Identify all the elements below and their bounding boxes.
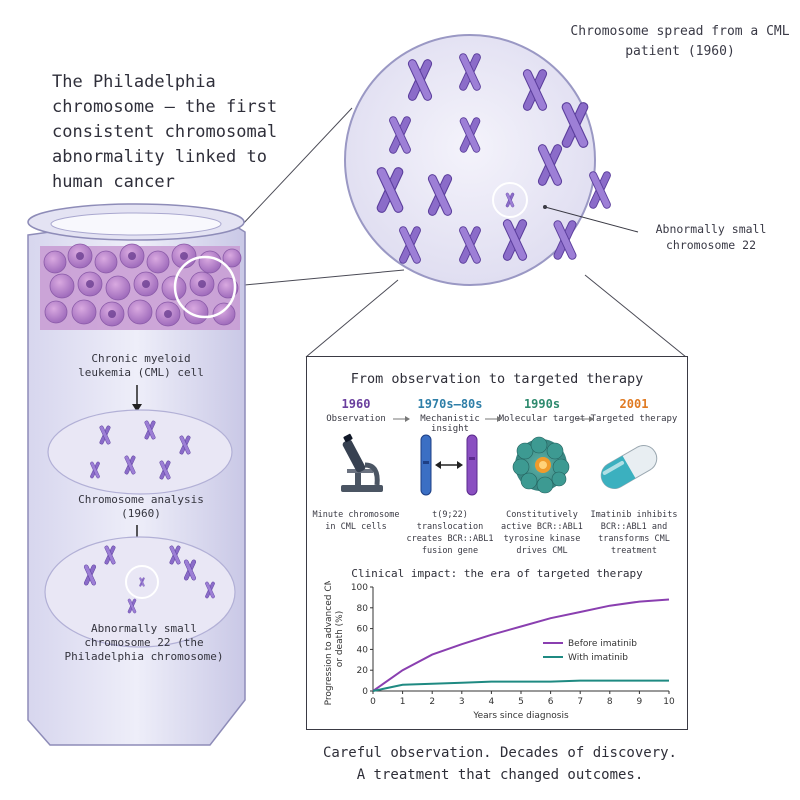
zoom-line-top [224,107,353,244]
y-tick-label: 0 [362,687,368,697]
timeline-desc-1990s: Constitutively active BCR::ABL1 tyrosine… [501,510,583,556]
x-tick-label: 0 [370,697,376,707]
panel-line-left [305,279,399,358]
timeline-icons [341,416,658,496]
y-axis-label: Progression to advanced CML [324,581,334,705]
timeline-arrow-3 [577,416,594,422]
page-title: The Philadelphia chromosome — the first … [52,72,278,192]
small-chromosome-label: Abnormally small chromosome 22 [655,222,767,252]
timeline-phase-observation: Observation [326,414,386,424]
step-chromosome-analysis-label: Chromosome analysis (1960) [78,493,204,520]
x-tick-label: 1 [400,697,406,707]
x-tick-label: 5 [518,697,524,707]
timeline-panel: From observation to targeted therapy 196… [306,356,688,730]
small-chromosome-pointer [544,206,639,233]
capsule-icon [600,445,658,489]
small-chromosome-highlight [492,182,528,218]
timeline-phase-molecular: Molecular target [498,414,586,424]
y-tick-label: 40 [357,645,369,655]
x-tick-label: 3 [459,697,465,707]
footer-line-2: A treatment that changed outcomes. [356,767,644,783]
timeline-desc-2001: Imatinib inhibits BCR::ABL1 and transfor… [590,510,678,556]
x-axis-label: Years since diagnosis [472,711,569,721]
step-cml-cell-label: Chronic myeloid leukemia (CML) cell [78,352,204,379]
footer-line-1: Careful observation. Decades of discover… [322,745,677,761]
timeline-year-1990s: 1990s [523,397,561,411]
cell-highlight-circle [173,255,237,319]
chromosome-spread-circle [344,34,613,286]
y-axis-label-line-2: or death (%) [335,611,345,668]
series-line-1 [372,679,669,692]
timeline-phase-therapy: Targeted therapy [590,414,678,424]
legend-label-1: With imatinib [568,653,628,663]
footer-message: Careful observation. Decades of discover… [300,742,700,786]
timeline-phase-mechanistic: Mechanistic insight [420,414,480,434]
y-tick-label: 100 [351,583,368,593]
timeline-arrow-1 [393,416,410,422]
legend-label-0: Before imatinib [568,639,637,649]
y-tick-label: 20 [357,666,369,676]
timeline-year-1970s: 1970s–80s [417,397,483,411]
panel-title: From observation to targeted therapy [350,371,644,387]
y-tick-label: 60 [357,625,369,635]
timeline-year-1960: 1960 [341,397,371,411]
series-line-0 [372,598,670,692]
x-tick-label: 9 [637,697,643,707]
microscope-icon [341,433,383,492]
spread-caption: Chromosome spread from a CML patient (19… [570,24,790,59]
x-tick-label: 2 [429,697,435,707]
y-tick-label: 80 [357,604,369,614]
panel-line-right [584,274,687,358]
timeline-desc-1960: Minute chromosome in CML cells [312,510,400,532]
zoom-line-bottom [233,269,405,287]
x-tick-label: 8 [607,697,613,707]
x-tick-label: 4 [489,697,495,707]
sample-tube [27,203,246,746]
ph-highlight-circle [125,565,159,599]
x-tick-label: 6 [548,697,554,707]
translocation-icon [420,434,478,496]
x-tick-label: 10 [663,697,675,707]
timeline-arrow-2 [485,416,502,422]
protein-icon [512,436,570,494]
step-philadelphia-label: Abnormally small chromosome 22 (the Phil… [64,622,224,663]
timeline-desc-1970s: t(9;22) translocation creates BCR::ABL1 … [406,510,494,556]
clinical-impact-title: Clinical impact: the era of targeted the… [351,567,643,580]
x-tick-label: 7 [577,697,583,707]
timeline-year-2001: 2001 [619,397,649,411]
